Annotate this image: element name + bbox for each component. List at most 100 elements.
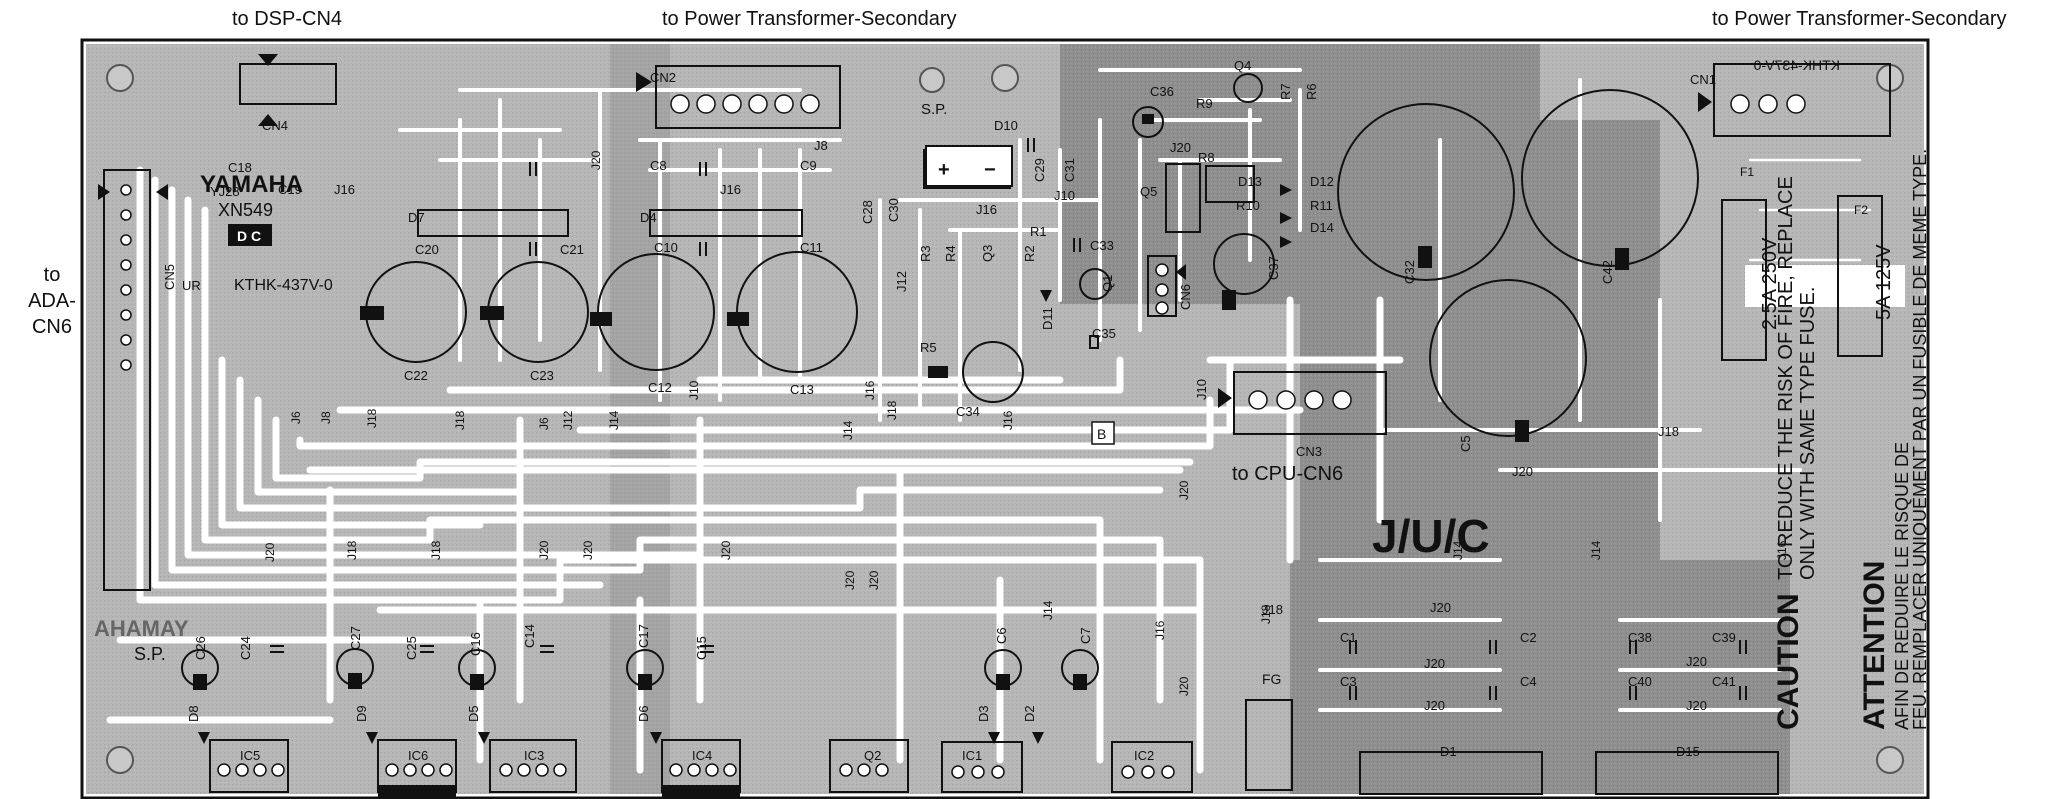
label-cn5: CN5 — [162, 264, 177, 290]
label-d9: D9 — [354, 705, 369, 722]
label-r5: R5 — [920, 340, 937, 355]
pin-markers — [98, 54, 1712, 744]
label-r7: R7 — [1278, 83, 1293, 100]
label-d12: D12 — [1310, 174, 1334, 189]
label-cn2: CN2 — [650, 70, 676, 85]
pcb-traces — [106, 68, 1872, 774]
connector-outlines — [103, 63, 1891, 795]
caution-block: CAUTION TO REDUCE THE RISK OF FIRE, REPL… — [1772, 176, 1819, 730]
label-c26: C26 — [193, 636, 208, 660]
label-ic1: IC1 — [962, 748, 982, 763]
label-cn6: CN6 — [1178, 284, 1193, 310]
label-c14: C14 — [522, 624, 537, 648]
label-j18f: J18 — [345, 540, 359, 560]
fuse-f2-rating: 5A 125V — [1873, 244, 1895, 320]
label-j20g: J20 — [1686, 698, 1707, 713]
label-c3: C3 — [1340, 674, 1357, 689]
f1-label: F1 — [1740, 165, 1754, 179]
label-r9: R9 — [1196, 96, 1213, 111]
label-j6b: J6 — [537, 417, 551, 430]
label-r4: R4 — [943, 245, 958, 262]
yamaha-logo: YAMAHA — [200, 171, 303, 198]
model-number: XN549 — [218, 200, 273, 220]
caution-line2: ONLY WITH SAME TYPE FUSE. — [1797, 287, 1819, 580]
fuse-f1-rating: 2.5A 250V — [1759, 237, 1781, 330]
label-c8: C8 — [650, 158, 667, 173]
fuse-f2-rating-group: 5A 125V — [1873, 244, 1895, 320]
caution-line1: TO REDUCE THE RISK OF FIRE, REPLACE — [1775, 176, 1797, 580]
label-to-power-transformer-right: to Power Transformer-Secondary — [1712, 8, 2007, 30]
connector-pins — [120, 94, 1806, 779]
label-q5: Q5 — [1140, 184, 1157, 199]
label-cn1: CN1 — [1690, 72, 1716, 87]
label-yj28: YJ28 — [210, 184, 240, 199]
label-c41: C41 — [1712, 674, 1736, 689]
label-ic3: IC3 — [524, 748, 544, 763]
label-c12: C12 — [648, 380, 672, 395]
label-j14b: J14 — [841, 420, 855, 440]
label-c5: C5 — [1458, 435, 1473, 452]
label-r3: R3 — [918, 245, 933, 262]
label-j20p: J20 — [1177, 676, 1191, 696]
label-c23: C23 — [530, 368, 554, 383]
label-j14a: J14 — [607, 410, 621, 430]
label-c28: C28 — [860, 200, 875, 224]
label-c42: C42 — [1600, 260, 1615, 284]
fuse-f1-rating-group: 2.5A 250V — [1759, 237, 1781, 330]
capacitor-polarity-marks — [193, 114, 1629, 799]
label-j20e: J20 — [1424, 698, 1445, 713]
label-j20d: J20 — [1424, 656, 1445, 671]
label-c31: C31 — [1062, 158, 1077, 182]
label-j18g: J18 — [429, 540, 443, 560]
label-c11: C11 — [800, 240, 823, 255]
dc-badge: D C — [237, 228, 261, 244]
small-capacitor-symbols — [270, 138, 1747, 700]
b-box-label: B — [1097, 426, 1106, 442]
label-d8: D8 — [186, 705, 201, 722]
fuse-clearance — [1745, 265, 1905, 307]
label-to-dsp-cn4: to DSP-CN4 — [232, 8, 343, 30]
fg-label: FG — [1262, 671, 1281, 687]
label-j10b: J10 — [1194, 379, 1209, 400]
svg-text:+: + — [938, 159, 950, 181]
label-j20l: J20 — [719, 540, 733, 560]
board-code: KTHK-437V-0 — [234, 277, 333, 294]
label-j16f: J16 — [1153, 620, 1167, 640]
label-c21: C21 — [560, 242, 584, 257]
label-r11: R11 — [1310, 198, 1333, 213]
sp-top: S.P. — [921, 101, 947, 118]
label-j20m: J20 — [843, 570, 857, 590]
label-ic6: IC6 — [408, 748, 428, 763]
label-c16: C16 — [468, 632, 483, 656]
label-d14: D14 — [1310, 220, 1334, 235]
label-j14c: J14 — [1041, 600, 1055, 620]
f2-label: F2 — [1854, 203, 1868, 217]
label-j16e: J16 — [1001, 410, 1015, 430]
label-c13: C13 — [790, 382, 814, 397]
label-j14e: J14 — [1589, 540, 1603, 560]
label-j16g: J16 — [1775, 540, 1789, 560]
label-q2: Q2 — [864, 748, 881, 763]
label-c9: C9 — [800, 158, 817, 173]
label-c35: C35 — [1092, 326, 1116, 341]
label-c33: C33 — [1090, 238, 1114, 253]
label-j20n: J20 — [867, 570, 881, 590]
label-c30: C30 — [886, 198, 901, 222]
attention-block: ATTENTION AFIN DE REDUIRE LE RISQUE DE F… — [1858, 149, 1930, 730]
label-to-ada-cn6: to ADA- CN6 — [28, 264, 76, 338]
mounting-holes — [106, 64, 1904, 774]
label-j20f: J20 — [1686, 654, 1707, 669]
juc-label: J/U/C — [1372, 510, 1490, 562]
yamaha-mirrored: AHAMAY — [94, 616, 189, 641]
label-j10a: J10 — [1054, 188, 1075, 203]
label-j6a: J6 — [289, 411, 303, 424]
label-j18b: J18 — [1262, 602, 1283, 617]
label-j20i: J20 — [263, 542, 277, 562]
label-c27: C27 — [348, 626, 363, 650]
label-j20k: J20 — [581, 540, 595, 560]
label-j12: J12 — [894, 271, 909, 292]
label-j20o: J20 — [1177, 480, 1191, 500]
attention-line1: AFIN DE REDUIRE LE RISQUE DE — [1892, 442, 1912, 730]
attention-line2: FEU, REMPLACER UNIQUEMENT PAR UN FUSIBLE… — [1910, 149, 1930, 730]
label-c4: C4 — [1520, 674, 1537, 689]
